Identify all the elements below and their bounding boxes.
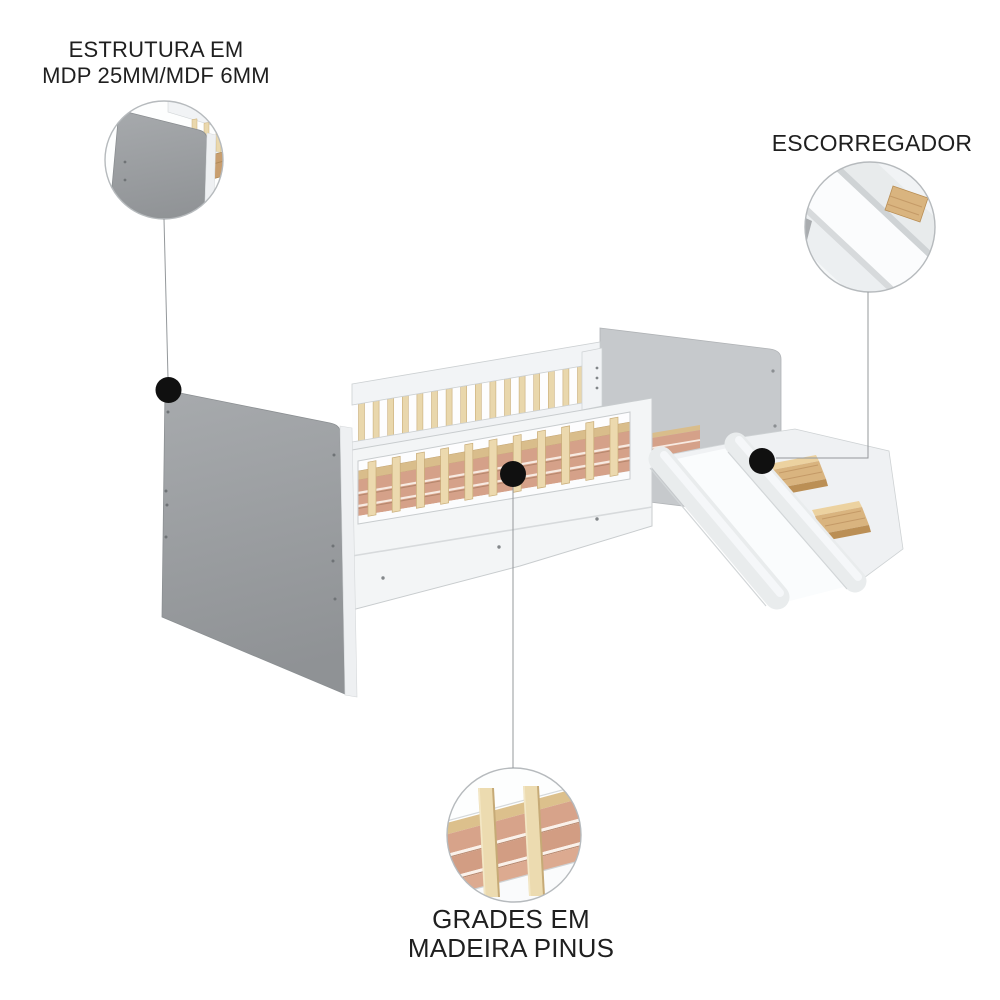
slide-assembly [648,428,904,610]
callout-label-line: GRADES EM [432,904,590,934]
slide-rail [648,446,790,610]
callout-connectors [163,218,869,768]
slide-surface [667,446,856,602]
callout-label-rails: GRADES EM MADEIRA PINUS [377,905,645,963]
callout-dot-slide [749,448,775,474]
callout-label-slide: ESCORREGADOR [742,130,1000,156]
bed-base-slats [357,412,631,524]
front-pine-slats [367,416,619,517]
connector-slide [776,292,869,459]
magnifier-structure [104,100,224,220]
callout-label-line: MDP 25MM/MDF 6MM [42,63,270,88]
callout-label-structure: ESTRUTURA EM MDP 25MM/MDF 6MM [20,37,292,89]
connector-structure [163,218,169,379]
slide-step [812,501,871,541]
callout-label-line: ESCORREGADOR [771,130,973,156]
callout-dot-rails [500,461,526,487]
headboard-panel [161,389,358,698]
callout-label-line: MADEIRA PINUS [407,933,615,963]
callout-label-line: ESTRUTURA EM [68,37,244,62]
callout-dot-structure [155,377,182,403]
